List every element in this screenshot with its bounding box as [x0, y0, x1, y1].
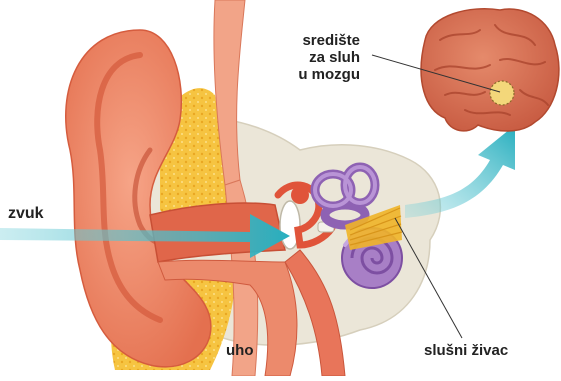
ear-label: uho [226, 342, 254, 359]
auditory-nerve-label: slušni živac [424, 342, 508, 359]
brain-center-line-1: središte [298, 32, 360, 49]
hearing-center [490, 81, 514, 105]
sound-label: zvuk [8, 205, 44, 222]
ossicle-head [291, 186, 309, 204]
brain-hearing-center-label: središte za sluh u mozgu [298, 32, 360, 83]
brain-center-line-3: u mozgu [298, 66, 360, 83]
brain-center-line-2: za sluh [298, 49, 360, 66]
